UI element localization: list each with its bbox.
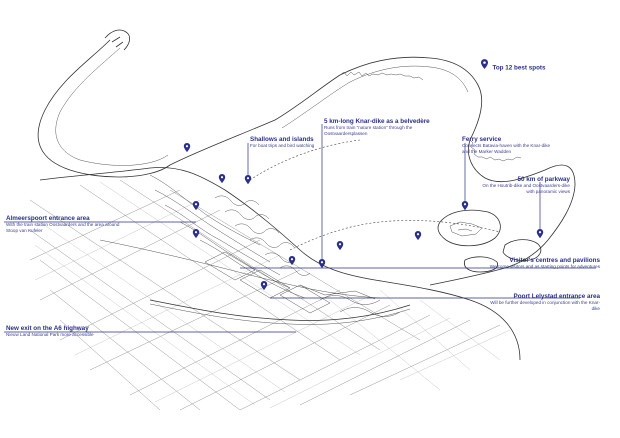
shore-detail-2 <box>469 139 522 162</box>
map-pin-icon <box>183 143 191 152</box>
map-pin-icon <box>260 281 268 290</box>
map-pin-icon <box>481 56 488 74</box>
legend: Top 12 best spots <box>481 56 546 75</box>
island-3 <box>463 256 499 273</box>
label-lelystad-text: Will be further developed in conjunction… <box>490 300 600 311</box>
a6-highway <box>149 299 411 321</box>
label-almeerse-title: Almeerspoort entrance area <box>6 215 90 222</box>
label-almeerse: Almeerspoort entrance area With the trai… <box>6 215 124 233</box>
label-shallows-title: Shallows and islands <box>250 136 314 143</box>
knar-dike-line <box>289 220 501 251</box>
label-visitor: Visitor's centres and pavilions Welcome … <box>480 257 600 270</box>
railway <box>99 239 381 299</box>
label-shallows-text: For boat trips and bird watching <box>250 143 315 149</box>
island-1 <box>437 209 501 247</box>
legend-title: Top 12 best spots <box>492 64 546 72</box>
pins-layer <box>183 143 544 290</box>
ferry-route <box>249 139 361 181</box>
label-a6: New exit on the A6 highway Nieuw Land Na… <box>6 325 146 338</box>
label-knar-text: Runs from train "nature station" through… <box>324 125 413 136</box>
label-lelystad-title: Poort Lelystad entrance area <box>513 293 600 300</box>
coastline-outer <box>37 39 576 286</box>
label-visitor-title: Visitor's centres and pavilions <box>509 257 600 264</box>
island-1-detail <box>449 221 483 237</box>
island-2 <box>502 239 542 261</box>
map-pin-icon <box>318 259 326 268</box>
label-knar: 5 km-long Knar-dike as a belvedère Runs … <box>324 118 434 136</box>
label-shallows: Shallows and islands For boat trips and … <box>250 136 360 149</box>
map-pin-icon <box>414 231 422 240</box>
polder-grid <box>29 179 511 411</box>
label-knar-title: 5 km-long Knar-dike as a belvedère <box>324 118 430 125</box>
map-pin-icon <box>192 229 200 238</box>
map-pin-icon <box>218 174 226 183</box>
map-pin-icon <box>244 175 252 184</box>
label-ferry-title: Ferry service <box>462 136 502 143</box>
label-ferry-text: Connects Batavia-haven with the Knar-dik… <box>462 143 551 154</box>
label-visitor-text: Welcome visitors and as starting points … <box>489 264 600 270</box>
label-ferry: Ferry service Connects Batavia-haven wit… <box>462 136 554 154</box>
map-pin-icon <box>336 241 344 250</box>
map-pin-icon <box>536 229 544 238</box>
map-pin-icon <box>461 201 469 210</box>
shore-detail <box>339 71 424 81</box>
label-almeerse-text: With the train station Oostvaarders and … <box>6 222 120 233</box>
label-a6-text: Nieuw Land National Park more accessible <box>6 332 94 338</box>
urban-texture <box>149 174 401 317</box>
label-lelystad: Poort Lelystad entrance area Will be fur… <box>488 293 600 311</box>
leader-lines <box>4 124 596 333</box>
north-spit <box>104 29 130 51</box>
label-parkway-text: On the Houtrib-dike and Oostvaarders-dik… <box>482 183 570 194</box>
label-a6-title: New exit on the A6 highway <box>6 325 89 332</box>
label-parkway-title: 50 km of parkway <box>517 176 571 183</box>
a6-highway-2 <box>149 303 411 325</box>
map-pin-icon <box>192 201 200 210</box>
polder-outline <box>39 167 521 361</box>
label-parkway: 50 km of parkway On the Houtrib-dike and… <box>480 176 570 194</box>
map-pin-icon <box>288 256 296 265</box>
coastline-inner <box>55 47 469 166</box>
